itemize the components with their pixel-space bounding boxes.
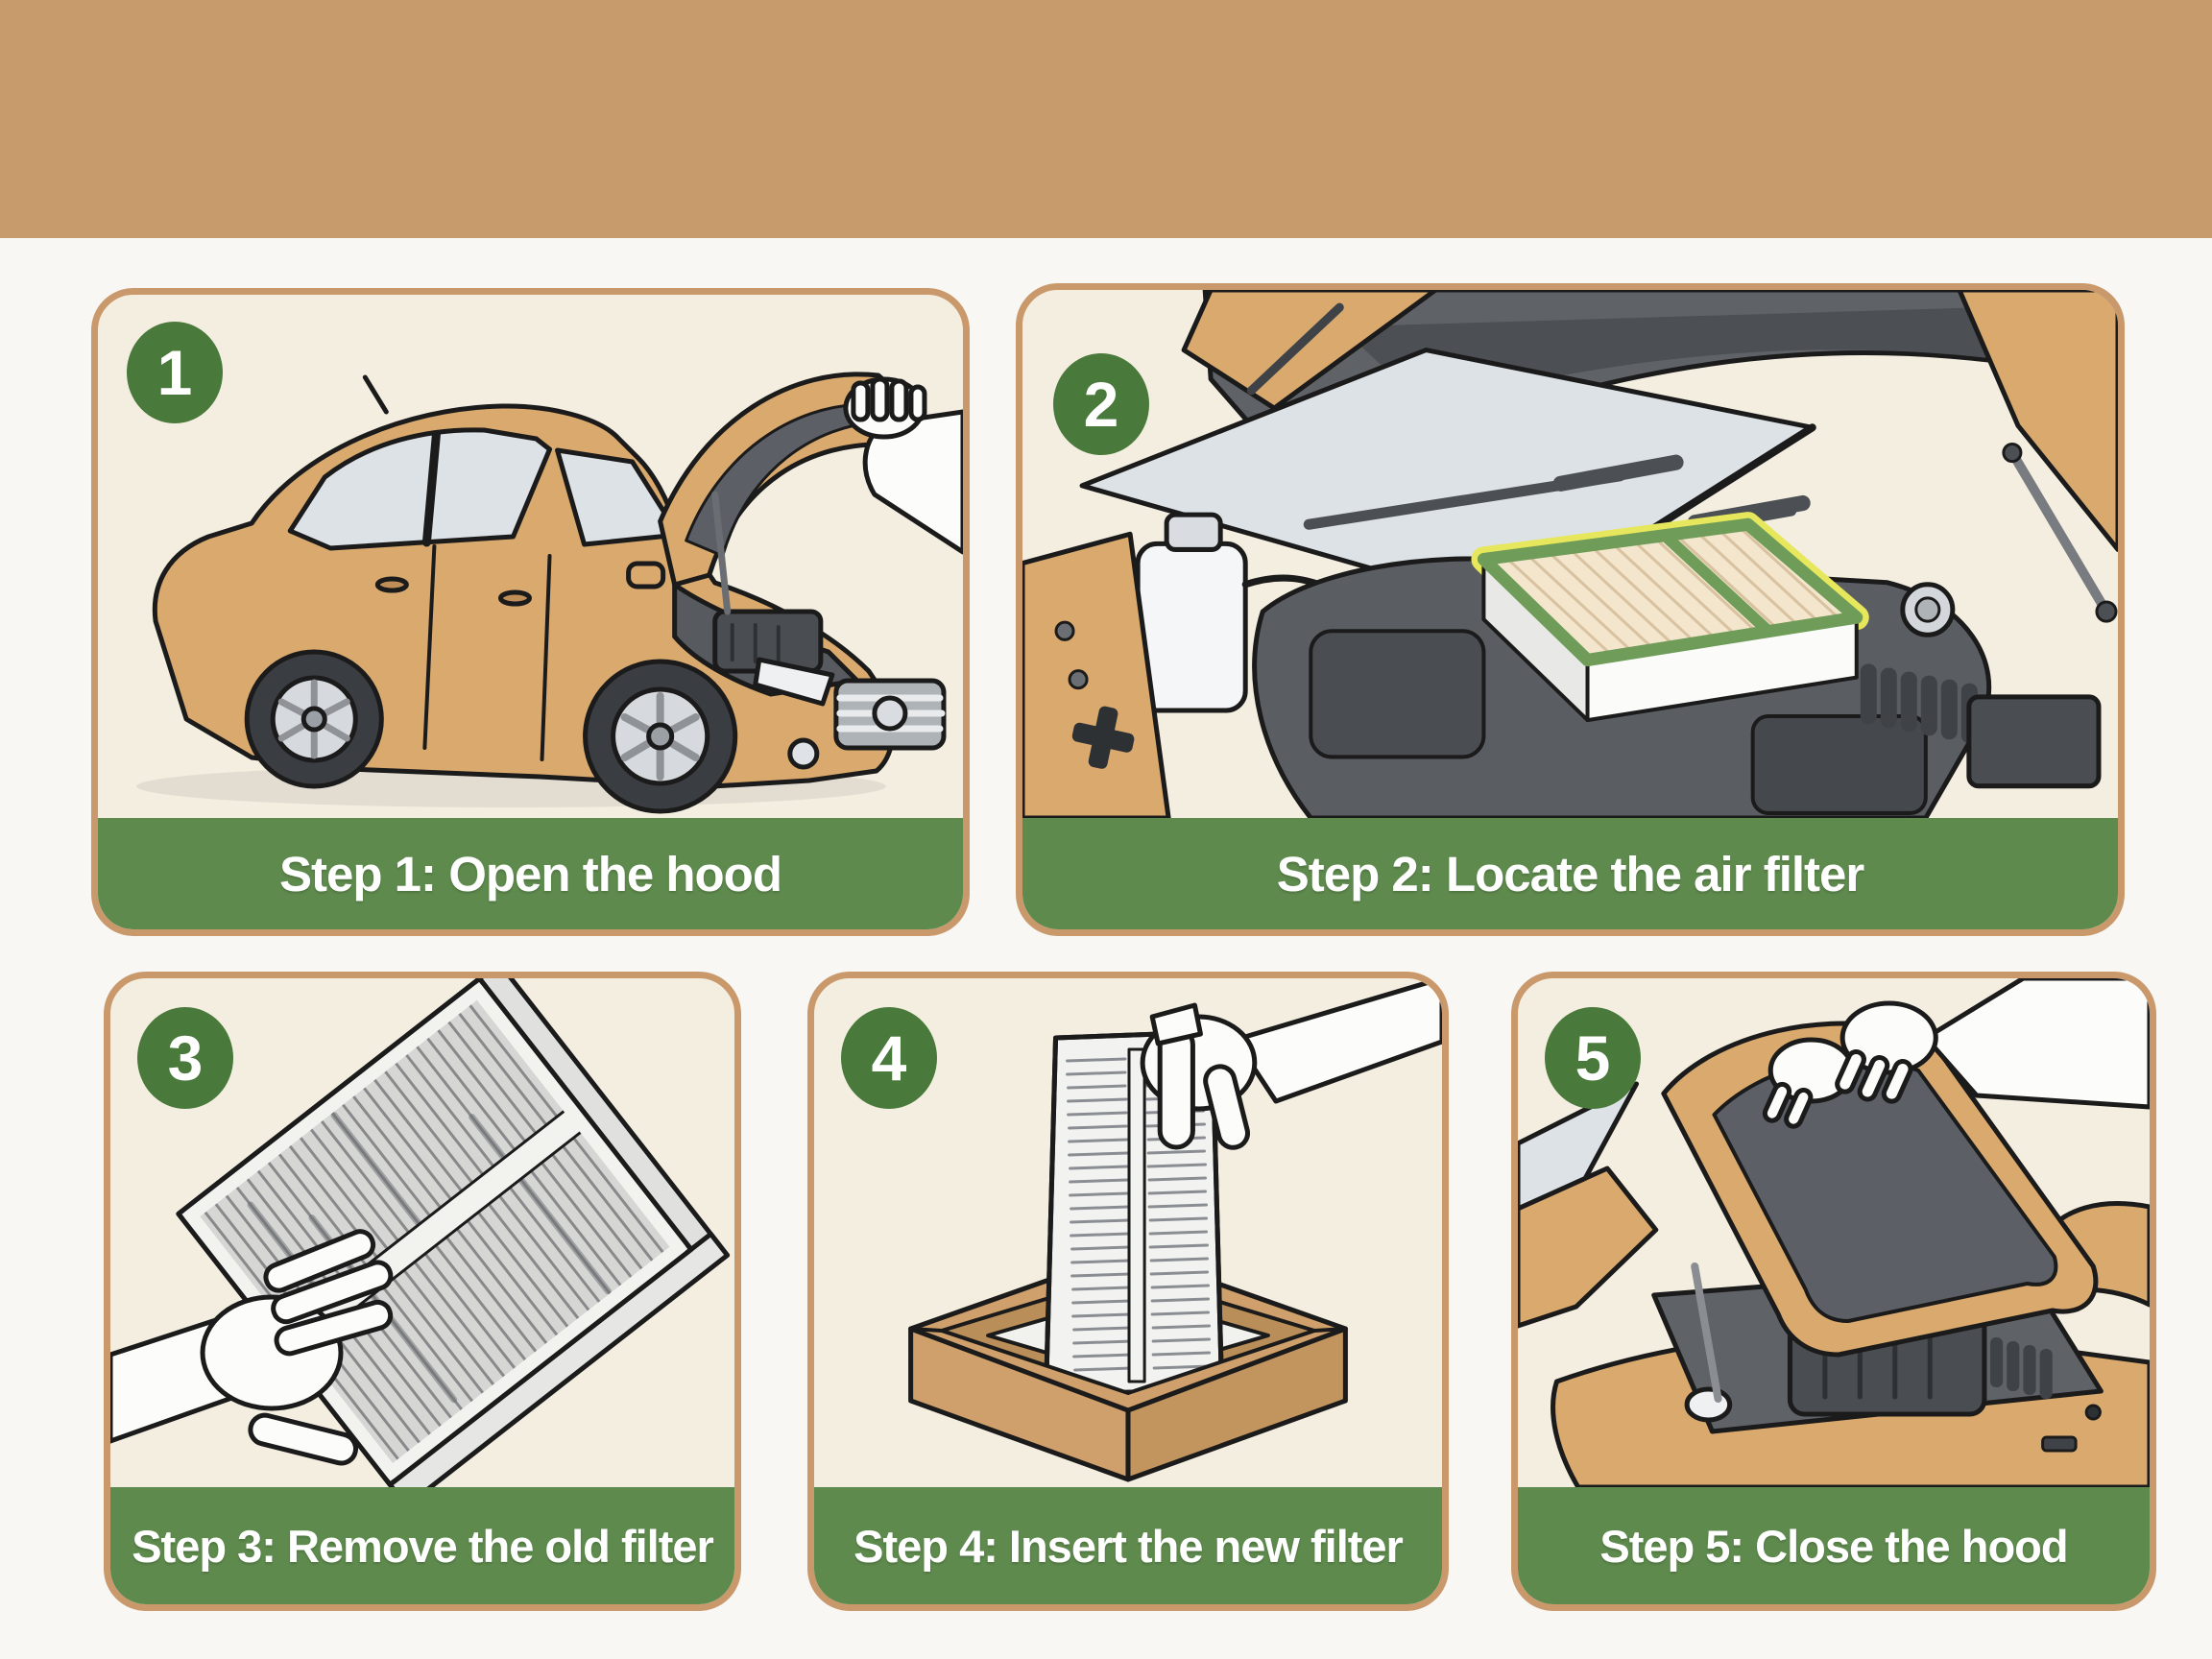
step-number: 2 <box>1083 369 1119 440</box>
step-number-badge: 5 <box>1545 1007 1641 1109</box>
hood-side-tan <box>1957 290 2118 552</box>
step-label-bar: Step 1: Open the hood <box>98 818 963 929</box>
step-label-bar: Step 2: Locate the air filter <box>1022 818 2118 929</box>
thumb <box>248 1412 358 1466</box>
b-pillar <box>421 430 441 547</box>
step-panel-1: 1 <box>91 288 970 936</box>
finger <box>271 1260 394 1325</box>
old-filter <box>176 978 731 1487</box>
finger <box>1835 1049 1866 1094</box>
hands <box>1762 978 2150 1129</box>
air-filter-highlight <box>1471 512 1869 723</box>
battery <box>1966 694 2102 789</box>
door-seam <box>540 554 552 761</box>
step-number: 4 <box>871 1022 907 1094</box>
step-panel-5: 5 <box>1511 972 2156 1611</box>
door-handle <box>374 576 409 593</box>
hose-ribs <box>1989 1337 2053 1399</box>
step-label: Step 3: Remove the old filter <box>132 1520 714 1572</box>
finger <box>1784 1087 1814 1129</box>
new-filter-into-box-illustration <box>908 978 1442 1482</box>
old-filter-illustration <box>110 978 731 1487</box>
car-side-hood-open-illustration <box>136 372 963 814</box>
green-frame <box>1477 517 1863 667</box>
filter-center-rib <box>1658 529 1774 637</box>
index-finger <box>1157 1025 1195 1150</box>
door-handle <box>497 589 533 607</box>
cross-emblem <box>1071 706 1135 769</box>
antenna <box>362 374 389 415</box>
hand <box>1140 978 1442 1150</box>
front-wheel <box>583 659 738 814</box>
step-number-badge: 4 <box>841 1007 937 1109</box>
finger <box>851 380 871 422</box>
step-label-bar: Step 3: Remove the old filter <box>110 1487 734 1604</box>
step-number: 3 <box>167 1022 204 1094</box>
brand-emblem <box>872 695 908 732</box>
closing-hood-illustration <box>1518 978 2150 1487</box>
prop-rod <box>1691 1262 1722 1403</box>
finger <box>889 378 909 422</box>
hand <box>110 1229 394 1466</box>
step-label-bar: Step 4: Insert the new filter <box>814 1487 1442 1604</box>
step-panel-4: 4 <box>807 972 1449 1611</box>
arm <box>1923 978 2150 1110</box>
step-panel-2: 2 <box>1016 283 2125 936</box>
fog-light <box>787 737 820 770</box>
left-body <box>1518 1166 1659 1329</box>
finger <box>274 1299 394 1357</box>
step-number: 5 <box>1575 1022 1611 1094</box>
step-label: Step 1: Open the hood <box>279 846 782 902</box>
pinch-finger <box>1149 1002 1203 1046</box>
step-label: Step 4: Insert the new filter <box>854 1520 1404 1572</box>
side-window <box>287 427 553 551</box>
center-divider <box>1127 1047 1146 1383</box>
step-number-badge: 2 <box>1053 353 1149 455</box>
side-mirror <box>626 561 666 589</box>
hood-prop-rod <box>711 491 732 615</box>
step-label-bar: Step 5: Close the hood <box>1518 1487 2150 1604</box>
finger <box>908 384 927 422</box>
door-seam <box>422 544 437 750</box>
filter-pleats <box>1503 523 1843 654</box>
step-number-badge: 1 <box>127 322 223 423</box>
engine-bay-air-filter-illustration <box>1022 290 2118 818</box>
finger <box>1881 1059 1913 1104</box>
headlight <box>753 657 835 707</box>
step-panel-3: 3 <box>104 972 741 1611</box>
rear-wheel <box>244 649 384 789</box>
box-right-face <box>1125 1326 1348 1482</box>
hand <box>1839 1000 1938 1075</box>
hood-strut <box>2007 447 2111 617</box>
finger <box>1762 1081 1792 1123</box>
finger <box>263 1229 376 1293</box>
step-label: Step 5: Close the hood <box>1599 1520 2068 1572</box>
step-label: Step 2: Locate the air filter <box>1276 846 1864 902</box>
finger <box>870 376 890 422</box>
hood-rod <box>1246 302 1344 396</box>
reservoir-cap <box>1684 1386 1733 1423</box>
step-number-badge: 3 <box>137 1007 233 1109</box>
thumb <box>1203 1064 1251 1150</box>
finger <box>1857 1055 1890 1102</box>
step-number: 1 <box>156 337 193 408</box>
top-banner <box>0 0 2212 238</box>
